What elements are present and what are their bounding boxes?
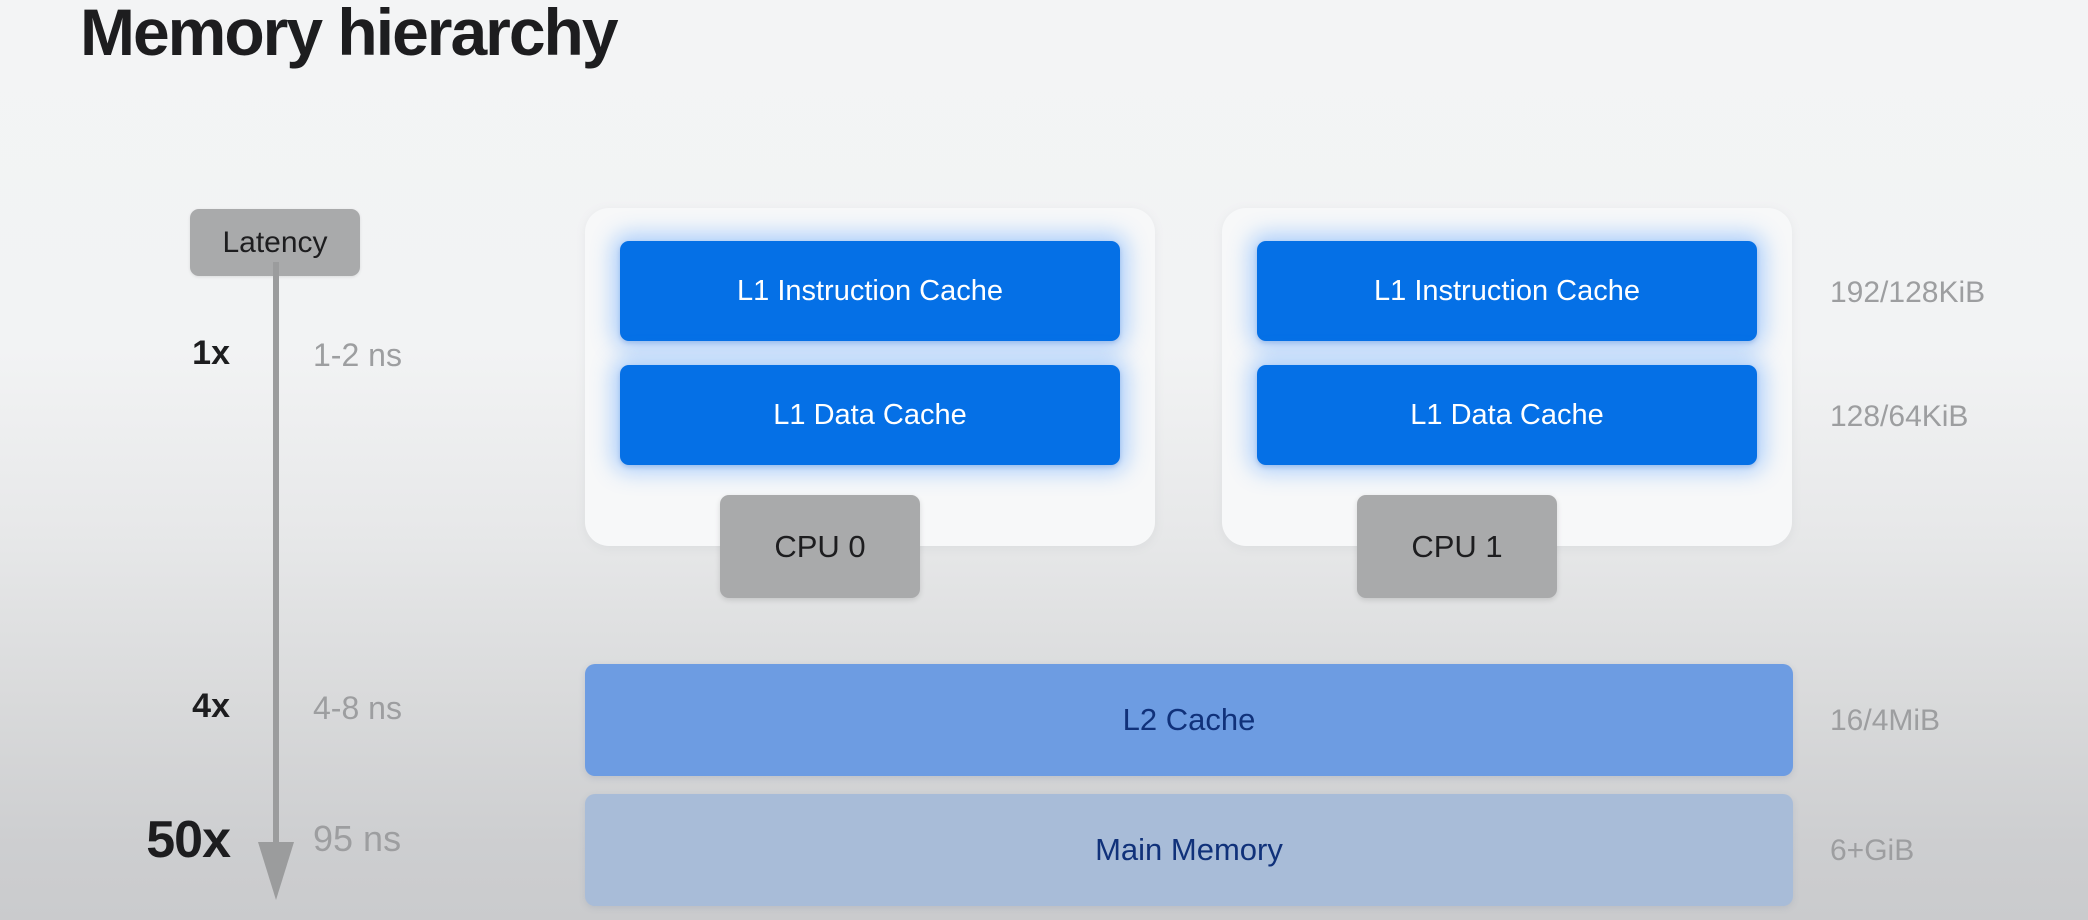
latency-time-1x: 1-2 ns	[313, 337, 402, 373]
l1-data-cache-label: L1 Data Cache	[1410, 398, 1604, 431]
cpu-badge-0: CPU 0	[720, 495, 920, 598]
l1-instruction-cache-label: L1 Instruction Cache	[737, 274, 1003, 307]
size-label-l1-data: 128/64KiB	[1830, 400, 1969, 433]
l1-instruction-cache-box-cpu0: L1 Instruction Cache	[620, 241, 1120, 341]
latency-multiplier-50x: 50x	[146, 811, 231, 869]
latency-badge: Latency	[190, 209, 360, 276]
main-memory-bar: Main Memory	[585, 794, 1793, 906]
l2-cache-label: L2 Cache	[1122, 702, 1256, 737]
size-label-main-memory: 6+GiB	[1830, 834, 1915, 867]
cpu-badge-label: CPU 0	[774, 528, 866, 564]
l2-cache-bar: L2 Cache	[585, 664, 1793, 776]
main-memory-label: Main Memory	[1095, 832, 1283, 867]
cpu-badge-1: CPU 1	[1357, 495, 1557, 598]
size-label-l1-instruction: 192/128KiB	[1830, 276, 1986, 309]
cpu-card-1: L1 Instruction Cache L1 Data Cache CPU 1	[1222, 208, 1792, 598]
latency-multiplier-1x: 1x	[192, 334, 230, 372]
latency-time-50x: 95 ns	[313, 818, 402, 859]
l1-data-cache-box-cpu0: L1 Data Cache	[620, 365, 1120, 465]
page-title: Memory hierarchy	[80, 0, 619, 69]
down-arrow-icon	[258, 262, 294, 900]
latency-time-4x: 4-8 ns	[313, 690, 402, 726]
l1-instruction-cache-label: L1 Instruction Cache	[1374, 274, 1640, 307]
l1-data-cache-box-cpu1: L1 Data Cache	[1257, 365, 1757, 465]
size-label-l2-cache: 16/4MiB	[1830, 704, 1941, 737]
latency-multiplier-4x: 4x	[192, 687, 230, 725]
latency-badge-label: Latency	[222, 225, 328, 259]
l1-instruction-cache-box-cpu1: L1 Instruction Cache	[1257, 241, 1757, 341]
l1-data-cache-label: L1 Data Cache	[773, 398, 967, 431]
cpu-card-0: L1 Instruction Cache L1 Data Cache CPU 0	[585, 208, 1155, 598]
cpu-badge-label: CPU 1	[1411, 528, 1503, 564]
